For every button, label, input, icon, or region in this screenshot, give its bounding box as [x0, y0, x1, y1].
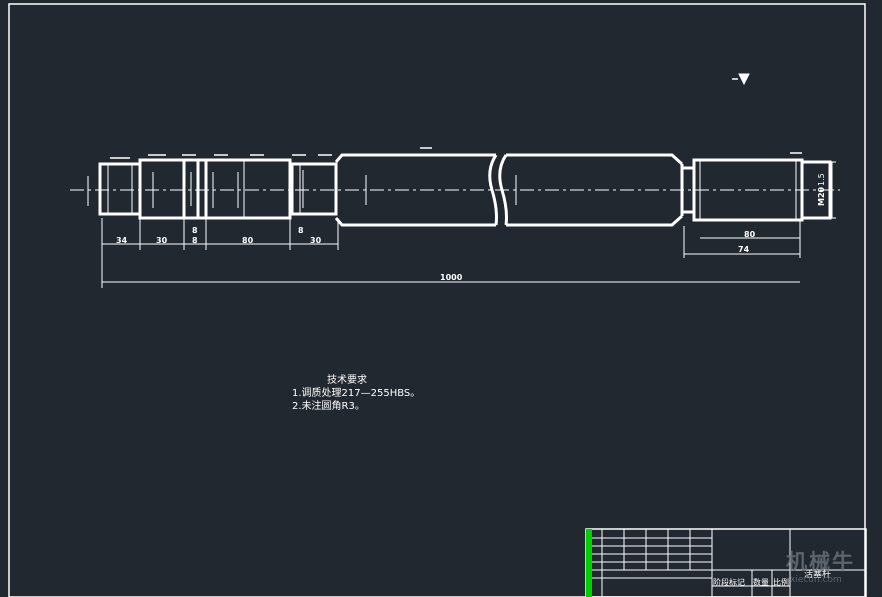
watermark-url: xiecun.com: [790, 575, 842, 585]
dim-seg6: 8: [298, 226, 304, 235]
header-scale: 比例: [773, 578, 789, 587]
dim-right-seg: 80: [744, 230, 756, 239]
dimension-lines: [101, 161, 836, 288]
dim-seg7: 30: [310, 236, 322, 245]
dim-overall-length: 1000: [440, 273, 463, 282]
watermark-logo: 机械牛: [786, 550, 855, 574]
header-stage-mark: 阶段标记: [713, 578, 745, 587]
surface-marks: [110, 147, 802, 159]
dim-seg5: 80: [242, 236, 254, 245]
dim-seg4: 8: [192, 236, 198, 245]
tolerance-marks: [87, 170, 517, 208]
dim-seg1: 34: [116, 236, 128, 245]
tech-req-line-1: 1.调质处理217—255HBS。: [292, 388, 421, 399]
dim-thread-fit: 1.5: [817, 173, 826, 186]
title-block-accent: [586, 529, 592, 597]
dim-seg3: 8: [192, 226, 198, 235]
tech-req-line-2: 2.未注圆角R3。: [292, 401, 365, 412]
technical-requirements: 技术要求 1.调质处理217—255HBS。 2.未注圆角R3。: [292, 374, 420, 413]
header-quantity: 数量: [753, 578, 769, 587]
part-name: 活塞杆: [804, 570, 832, 580]
title-block: [585, 528, 867, 597]
dim-thread: M20: [817, 186, 826, 206]
drawing-border: [8, 3, 866, 597]
roughness-symbol: [732, 73, 750, 86]
dim-right-total: 74: [738, 245, 750, 254]
tech-req-title: 技术要求: [327, 375, 367, 386]
dim-seg2: 30: [156, 236, 168, 245]
